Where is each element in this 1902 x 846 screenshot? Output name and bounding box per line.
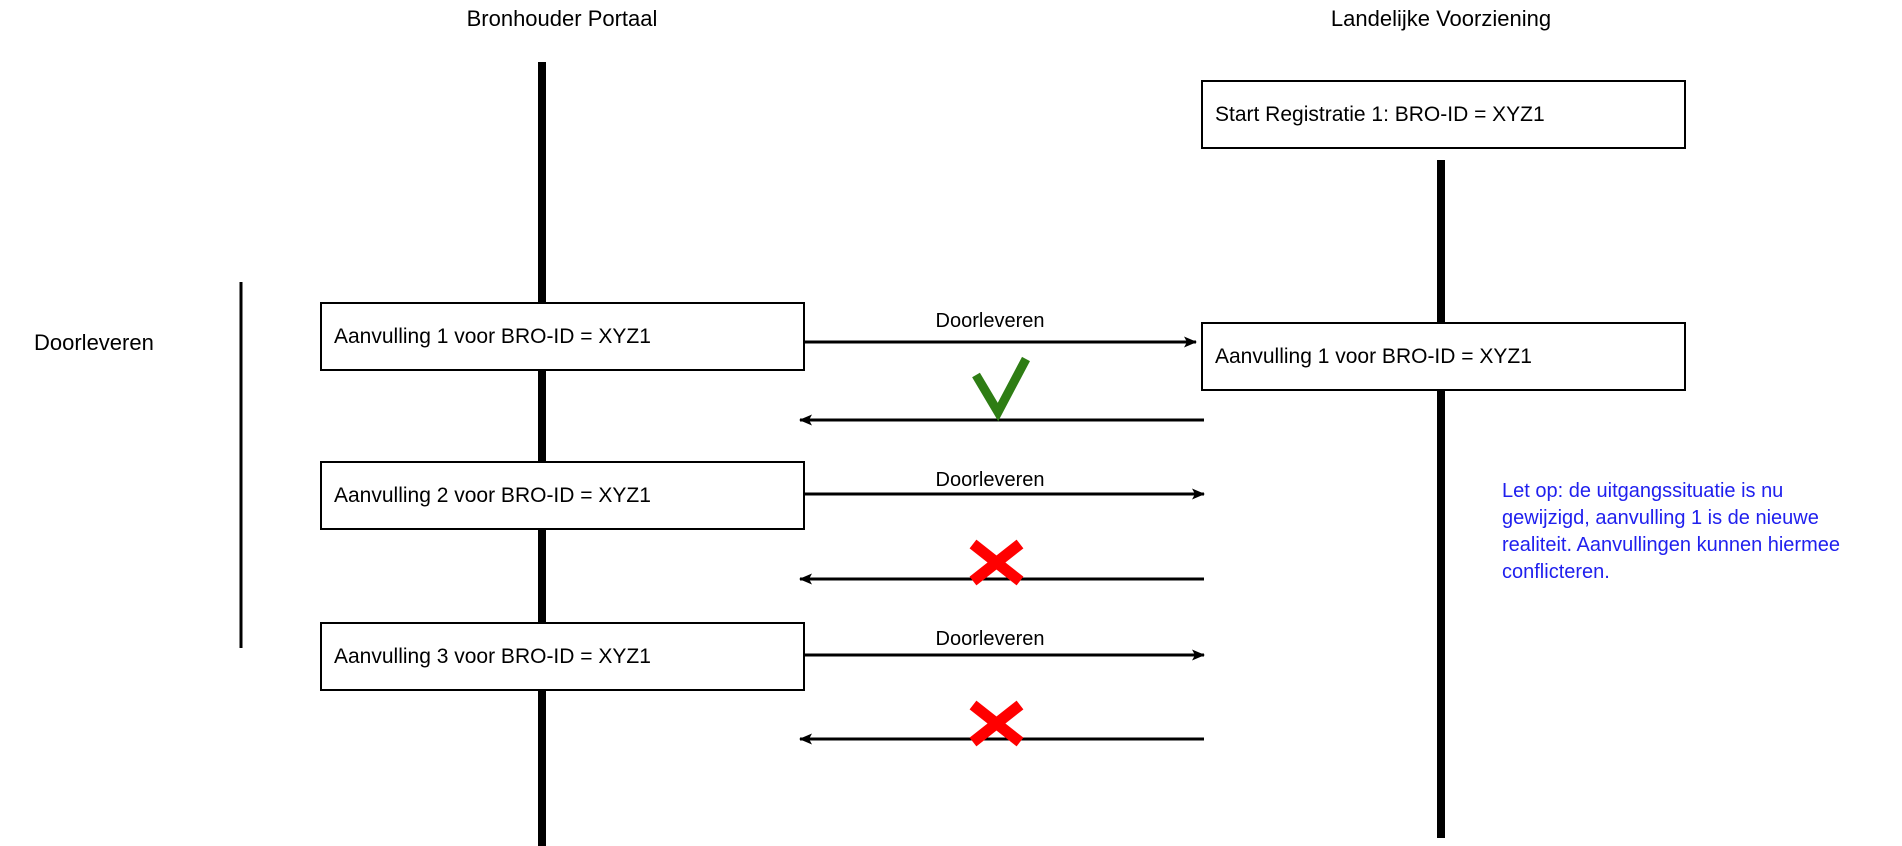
lane-title-landelijke: Landelijke Voorziening — [1330, 6, 1552, 31]
message-label-2: Doorleveren — [935, 469, 1045, 491]
check-icon — [972, 356, 1030, 422]
cross-icon — [969, 700, 1024, 747]
box-aanvulling-3-left[interactable]: Aanvulling 3 voor BRO-ID = XYZ1 — [320, 622, 805, 691]
box-aanvulling-3-left-label: Aanvulling 3 voor BRO-ID = XYZ1 — [334, 644, 651, 668]
box-start-registratie-label: Start Registratie 1: BRO-ID = XYZ1 — [1215, 102, 1545, 126]
group-label-doorleveren: Doorleveren — [34, 330, 154, 355]
box-aanvulling-1-right-label: Aanvulling 1 voor BRO-ID = XYZ1 — [1215, 344, 1532, 368]
lane-title-bronhouder: Bronhouder Portaal — [466, 6, 658, 31]
box-aanvulling-1-left-label: Aanvulling 1 voor BRO-ID = XYZ1 — [334, 324, 651, 348]
box-aanvulling-1-left[interactable]: Aanvulling 1 voor BRO-ID = XYZ1 — [320, 302, 805, 371]
box-aanvulling-2-left[interactable]: Aanvulling 2 voor BRO-ID = XYZ1 — [320, 461, 805, 530]
message-label-3: Doorleveren — [935, 628, 1045, 650]
box-start-registratie[interactable]: Start Registratie 1: BRO-ID = XYZ1 — [1201, 80, 1686, 149]
note-annotation: Let op: de uitgangssituatie is nu gewijz… — [1502, 480, 1840, 583]
message-label-1: Doorleveren — [935, 310, 1045, 332]
box-aanvulling-1-right[interactable]: Aanvulling 1 voor BRO-ID = XYZ1 — [1201, 322, 1686, 391]
cross-icon — [969, 539, 1024, 586]
box-aanvulling-2-left-label: Aanvulling 2 voor BRO-ID = XYZ1 — [334, 483, 651, 507]
